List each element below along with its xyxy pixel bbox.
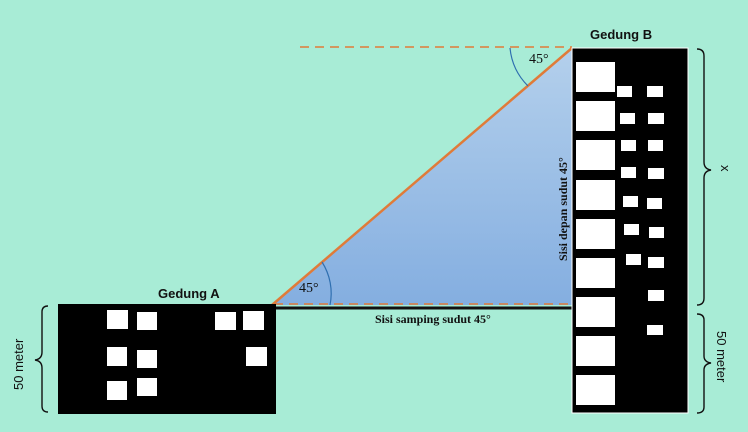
brace-building-b-lower	[696, 313, 712, 414]
building-b-x-label: x	[718, 165, 733, 172]
elevation-angle-label: 45°	[299, 281, 319, 296]
building-a-label: Gedung A	[158, 286, 220, 301]
building-a-height-label: 50 meter	[11, 338, 26, 390]
depression-angle-label: 45°	[529, 52, 549, 67]
depression-angle-arc	[509, 47, 529, 87]
brace-building-a	[34, 305, 49, 413]
building-b-height-label: 50 meter	[714, 331, 729, 383]
brace-building-b-upper	[696, 48, 712, 306]
adjacent-side-label: Sisi samping sudut 45°	[375, 312, 491, 326]
building-b-label: Gedung B	[590, 27, 652, 42]
building-b	[571, 47, 689, 414]
building-a	[58, 304, 276, 414]
elevation-angle-arc	[321, 261, 332, 306]
opposite-side-label: Sisi depan sudut 45°	[556, 157, 570, 261]
